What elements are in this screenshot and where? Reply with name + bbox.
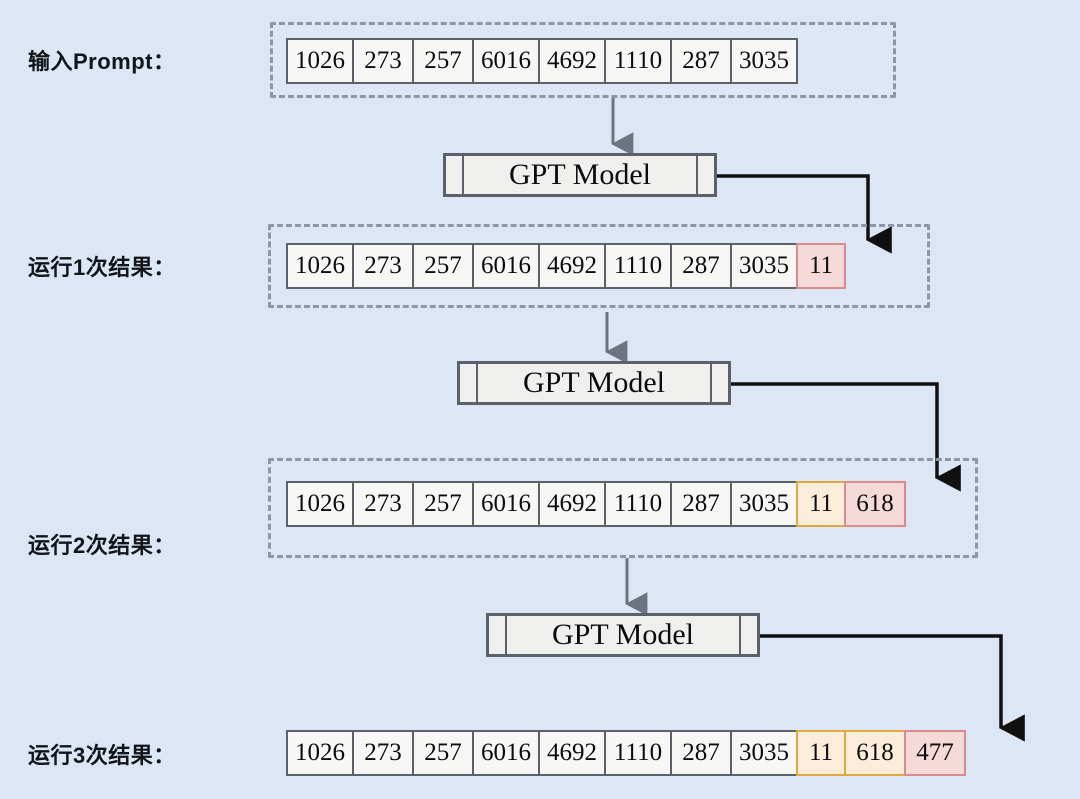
- token-cell: 1110: [604, 243, 672, 289]
- row-label-run-2: 运行2次结果：: [28, 533, 176, 558]
- token-cell: 3035: [730, 481, 798, 527]
- row-label-input-prompt: 输入Prompt：: [28, 49, 176, 74]
- token-cell: 4692: [538, 481, 606, 527]
- gpt-box-left-cap: [489, 616, 507, 654]
- token-cell: 618: [844, 481, 906, 527]
- group-box-run-1: [268, 224, 930, 308]
- token-cell: 1026: [286, 481, 354, 527]
- token-cell: 273: [352, 243, 414, 289]
- gpt-model-box-1[interactable]: GPT Model: [443, 153, 717, 197]
- token-cell: 1026: [286, 243, 354, 289]
- token-cell: 4692: [538, 243, 606, 289]
- gpt-box-right-cap: [710, 364, 728, 402]
- token-cell: 273: [352, 481, 414, 527]
- token-cell: 6016: [472, 243, 540, 289]
- token-cell: 618: [844, 730, 906, 776]
- token-cell: 3035: [730, 730, 798, 776]
- gpt-model-label-2: GPT Model: [523, 366, 665, 399]
- black-arrow-3: [760, 634, 1025, 742]
- token-cell: 4692: [538, 38, 606, 84]
- token-cell: 287: [670, 38, 732, 84]
- row-label-run-1: 运行1次结果：: [28, 255, 176, 280]
- token-cell: 257: [412, 730, 474, 776]
- token-cell: 3035: [730, 243, 798, 289]
- token-cell: 6016: [472, 38, 540, 84]
- token-cell: 11: [796, 481, 846, 527]
- gpt-model-box-2[interactable]: GPT Model: [457, 361, 731, 405]
- token-cell: 1026: [286, 730, 354, 776]
- group-box-input-prompt: [270, 22, 896, 98]
- token-cell: 11: [796, 730, 846, 776]
- gpt-model-label-3: GPT Model: [552, 618, 694, 651]
- token-cell: 1110: [604, 38, 672, 84]
- token-cell: 287: [670, 243, 732, 289]
- token-cell: 273: [352, 38, 414, 84]
- gpt-box-left-cap: [446, 156, 464, 194]
- gpt-box-right-cap: [696, 156, 714, 194]
- gpt-box-left-cap: [460, 364, 478, 402]
- token-cell: 287: [670, 481, 732, 527]
- token-cell: 3035: [730, 38, 798, 84]
- token-cell: 11: [796, 243, 846, 289]
- token-cell: 4692: [538, 730, 606, 776]
- token-cell: 1110: [604, 730, 672, 776]
- token-cell: 1110: [604, 481, 672, 527]
- token-cell: 6016: [472, 481, 540, 527]
- token-cell: 477: [904, 730, 966, 776]
- token-cell: 273: [352, 730, 414, 776]
- row-label-run-3: 运行3次结果：: [28, 743, 176, 768]
- gpt-box-right-cap: [739, 616, 757, 654]
- token-cell: 287: [670, 730, 732, 776]
- token-cell: 257: [412, 38, 474, 84]
- group-box-run-2: [268, 458, 978, 558]
- token-cell: 257: [412, 481, 474, 527]
- token-cell: 6016: [472, 730, 540, 776]
- gpt-model-box-3[interactable]: GPT Model: [486, 613, 760, 657]
- token-cell: 1026: [286, 38, 354, 84]
- token-cell: 257: [412, 243, 474, 289]
- gpt-model-label-1: GPT Model: [509, 158, 651, 191]
